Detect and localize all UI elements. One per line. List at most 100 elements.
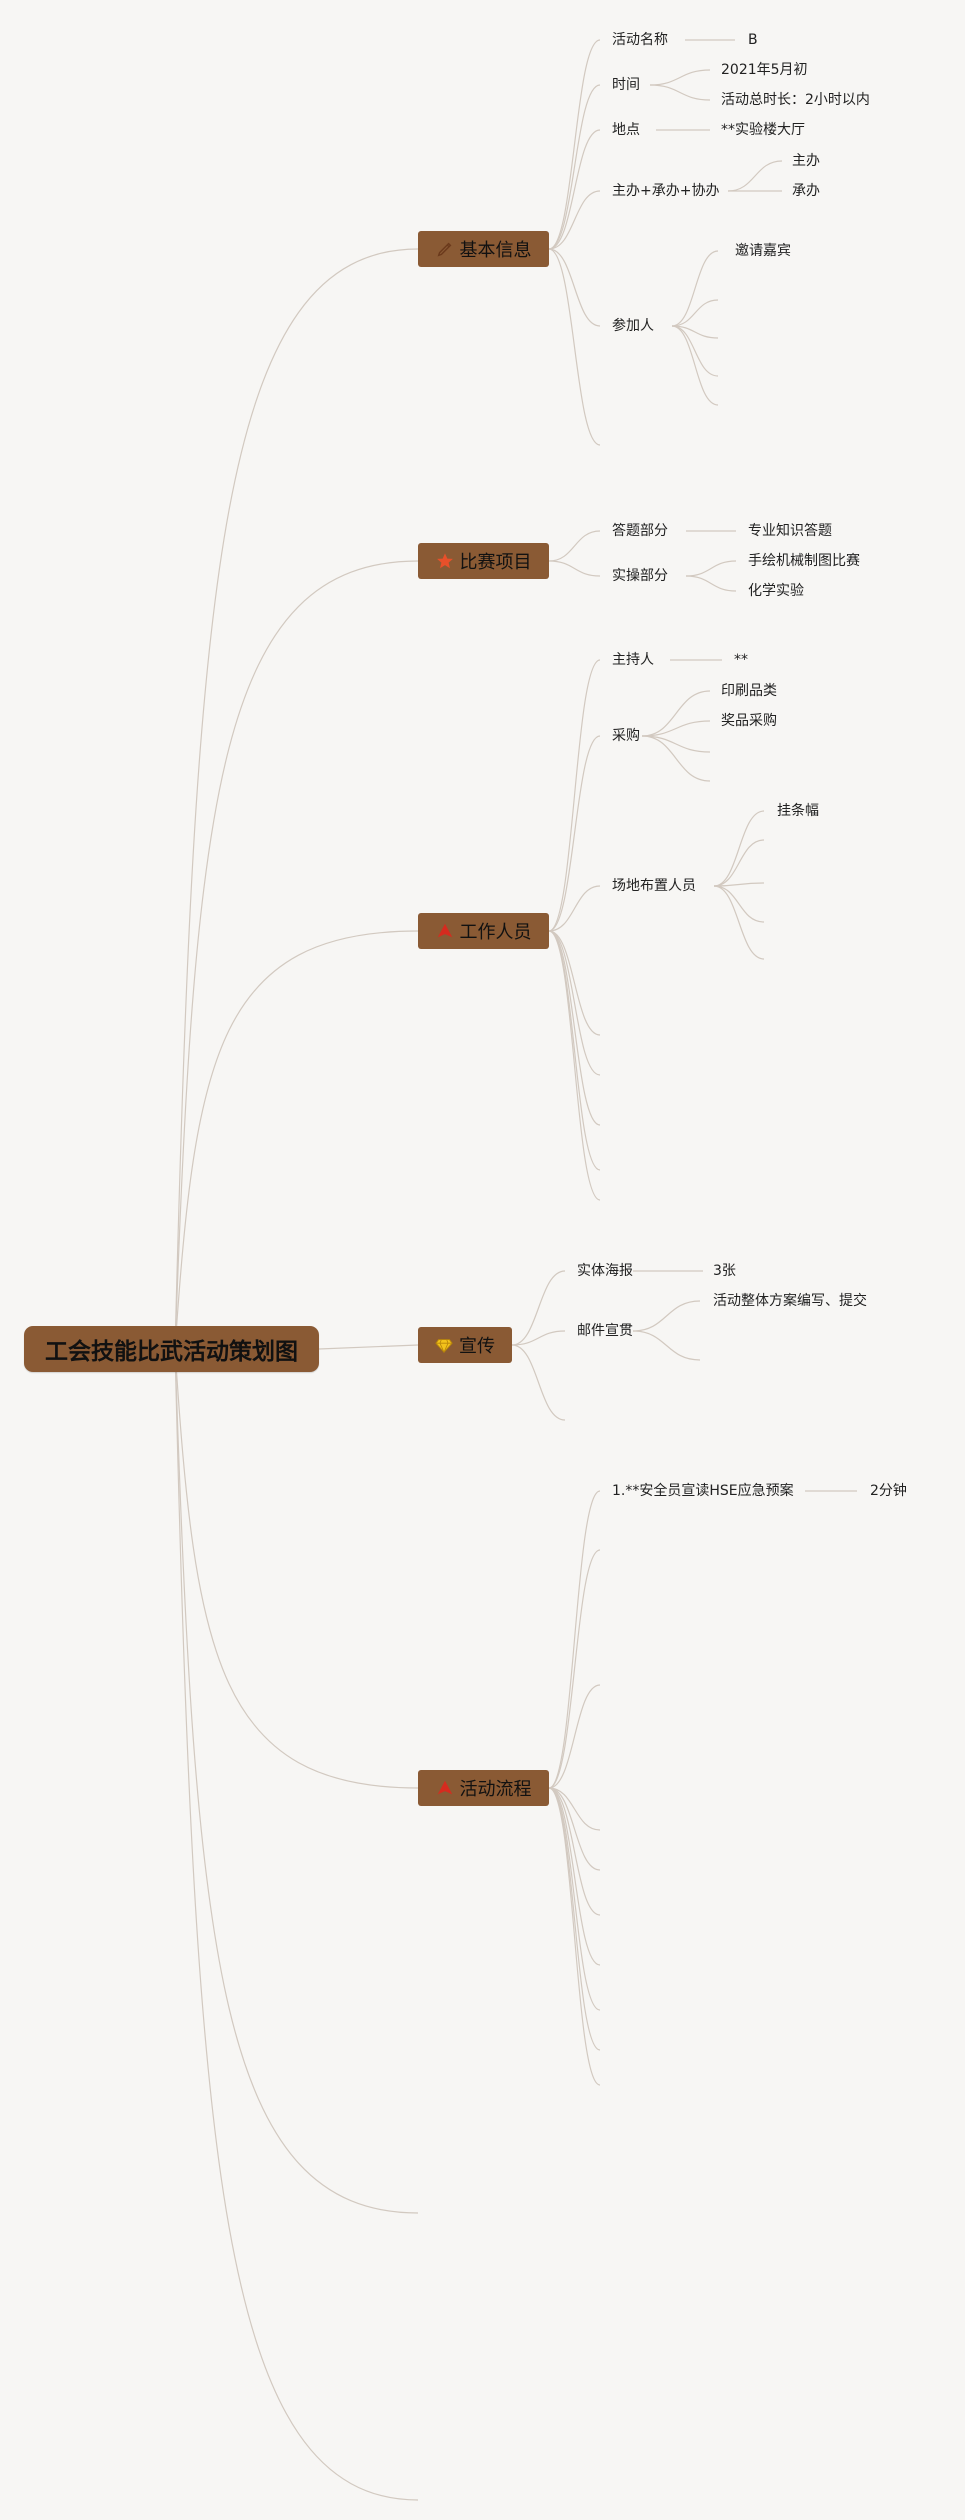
connector	[727, 160, 783, 192]
leaf-staff-host-value[interactable]: **	[734, 652, 748, 668]
connector	[548, 1787, 601, 1916]
root-connector	[174, 560, 419, 1350]
connector	[671, 325, 719, 406]
connector	[649, 84, 711, 101]
branch-label: 基本信息	[459, 240, 532, 261]
leaf-venue-banner[interactable]: 挂条幅	[777, 803, 819, 819]
root-connector	[174, 1348, 419, 1789]
connector	[548, 659, 601, 932]
connector	[548, 84, 601, 250]
leaf-organizer-undertake[interactable]: 承办	[792, 183, 820, 199]
connector	[685, 560, 737, 577]
connector	[671, 250, 719, 327]
leaf-participants[interactable]: 参加人	[612, 318, 654, 334]
branch-label: 工作人员	[459, 922, 532, 943]
connector	[671, 299, 719, 327]
leaf-organizers[interactable]: 主办+承办+协办	[612, 183, 720, 199]
root-connector	[174, 248, 419, 1350]
connector	[548, 1684, 601, 1789]
leaf-staff-host[interactable]: 主持人	[612, 652, 654, 668]
connector	[548, 1490, 601, 1789]
root-connector	[174, 1348, 419, 2214]
leaf-purchase-print[interactable]: 印刷品类	[721, 683, 777, 699]
leaf-organizer-host[interactable]: 主办	[792, 153, 820, 169]
flag-icon	[437, 1780, 452, 1795]
connector	[548, 530, 601, 562]
root-connector	[174, 930, 419, 1350]
leaf-process-step1-value[interactable]: 2分钟	[870, 1483, 907, 1499]
leaf-time-date[interactable]: 2021年5月初	[721, 62, 808, 78]
leaf-purchase[interactable]: 采购	[612, 728, 640, 744]
connector	[671, 325, 719, 377]
connector	[548, 39, 601, 250]
star-icon	[436, 553, 453, 569]
connector	[641, 690, 711, 737]
branch-process[interactable]: 活动流程	[418, 1770, 549, 1806]
leaf-quiz[interactable]: 答题部分	[612, 523, 668, 539]
connector	[685, 575, 737, 592]
branch-label: 活动流程	[459, 1779, 532, 1800]
connector	[548, 1787, 601, 2086]
connector	[641, 735, 711, 782]
leaf-activity-name-value[interactable]: B	[748, 32, 758, 48]
gem-icon	[435, 1339, 453, 1354]
connector	[548, 1549, 601, 1789]
connector	[649, 69, 711, 86]
leaf-practical-drawing[interactable]: 手绘机械制图比赛	[748, 553, 860, 569]
connector	[548, 930, 601, 1036]
connector	[548, 735, 601, 932]
leaf-guests[interactable]: 邀请嘉宾	[735, 243, 791, 259]
leaf-time[interactable]: 时间	[612, 77, 640, 93]
leaf-practical-chemistry[interactable]: 化学实验	[748, 583, 804, 599]
leaf-poster[interactable]: 实体海报	[577, 1263, 633, 1279]
connector	[548, 930, 601, 1126]
connector	[548, 248, 601, 327]
leaf-email-value[interactable]: 活动整体方案编写、提交	[713, 1293, 867, 1309]
connector	[511, 1330, 566, 1346]
branch-staff[interactable]: 工作人员	[418, 913, 549, 949]
pen-icon	[437, 242, 451, 257]
branch-label: 宣传	[459, 1336, 495, 1357]
connector	[548, 190, 601, 250]
branch-basic-info[interactable]: 基本信息	[418, 231, 549, 267]
connector	[548, 885, 601, 932]
connector	[548, 930, 601, 1171]
branch-competition[interactable]: 比赛项目	[418, 543, 549, 579]
connector	[713, 882, 765, 887]
connector	[713, 885, 765, 960]
connector	[548, 930, 601, 1201]
connector	[318, 1344, 419, 1350]
connector	[548, 1787, 601, 1831]
root-title: 工会技能比武活动策划图	[45, 1339, 298, 1365]
connector	[511, 1270, 566, 1346]
flag-icon	[437, 923, 452, 938]
leaf-location-value[interactable]: **实验楼大厅	[721, 122, 805, 138]
leaf-process-step1[interactable]: 1.**安全员宣读HSE应急预案	[612, 1483, 794, 1499]
leaf-venue[interactable]: 场地布置人员	[612, 878, 696, 894]
branch-publicity[interactable]: 宣传	[418, 1327, 512, 1363]
leaf-poster-value[interactable]: 3张	[713, 1263, 736, 1279]
connector	[548, 1787, 601, 1966]
connector	[548, 560, 601, 577]
connector	[713, 885, 765, 923]
root-node[interactable]: 工会技能比武活动策划图	[24, 1326, 319, 1372]
connector	[548, 129, 601, 250]
leaf-activity-name[interactable]: 活动名称	[612, 32, 668, 48]
connector	[641, 720, 711, 737]
leaf-practical[interactable]: 实操部分	[612, 568, 668, 584]
connector	[548, 1787, 601, 2011]
connector	[632, 1330, 701, 1361]
branch-label: 比赛项目	[459, 552, 532, 573]
connector	[548, 930, 601, 1076]
leaf-email[interactable]: 邮件宣贯	[577, 1323, 633, 1339]
connector	[632, 1300, 701, 1332]
leaf-time-duration[interactable]: 活动总时长：2小时以内	[721, 92, 870, 108]
connector	[511, 1344, 566, 1421]
leaf-purchase-prizes[interactable]: 奖品采购	[721, 713, 777, 729]
connector	[713, 810, 765, 887]
leaf-location[interactable]: 地点	[612, 122, 640, 138]
leaf-quiz-item[interactable]: 专业知识答题	[748, 523, 832, 539]
connector	[713, 839, 765, 887]
connector	[641, 735, 711, 753]
